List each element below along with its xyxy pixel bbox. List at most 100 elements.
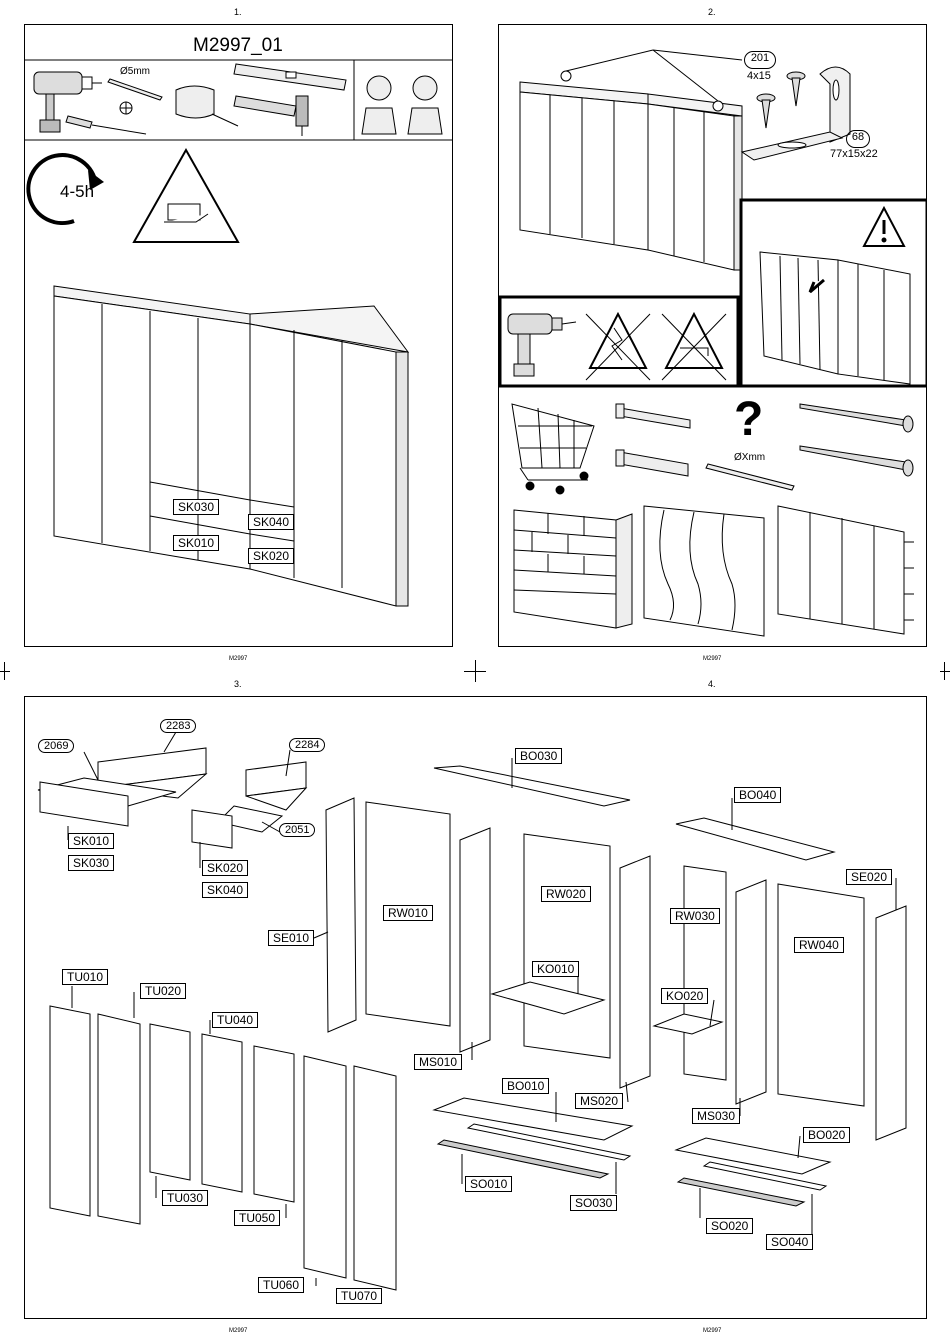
long-screw-icon [799, 403, 914, 477]
shelf-bo010 [432, 1097, 634, 1141]
wall-plug-icon [615, 403, 691, 477]
screw-icon [756, 71, 806, 129]
part-label-tu050: TU050 [234, 1210, 281, 1226]
door-tu030 [149, 1023, 191, 1181]
shopping-cart-icon [511, 403, 595, 495]
part-label-sk020: SK020 [202, 860, 249, 876]
part-label-sk040: SK040 [202, 882, 249, 898]
crop-mark [944, 662, 945, 680]
door-tu070 [353, 1065, 397, 1291]
no-electric-cable-icon [585, 311, 651, 381]
drill-bit-size: Ø5mm [120, 66, 150, 77]
timer-icon [26, 153, 104, 225]
drawer-label-sk030: SK030 [173, 499, 220, 515]
part-label-tu020: TU020 [140, 983, 187, 999]
part-label-rw010: RW010 [383, 905, 433, 921]
back-rw040 [777, 883, 865, 1107]
part-label-ko020: KO020 [661, 988, 709, 1004]
screw-size: 4x15 [747, 70, 771, 82]
shelf-bo020 [674, 1137, 832, 1175]
drill-bit-icon [705, 463, 795, 491]
door-tu060 [303, 1055, 347, 1279]
hammer-icon [233, 95, 309, 136]
two-people-icon [361, 75, 443, 135]
screwdriver-icon [65, 115, 147, 135]
drawer-label-sk010: SK010 [173, 535, 220, 551]
footer-code-2: M2997 [703, 656, 722, 662]
part-code-2284: 2284 [289, 738, 326, 752]
wardrobe-back-icon [777, 505, 914, 635]
part-label-so020: SO020 [706, 1218, 754, 1234]
part-label-rw040: RW040 [794, 937, 844, 953]
drawer-box-large [37, 747, 208, 827]
part-code-2051: 2051 [279, 823, 316, 837]
crop-mark [0, 671, 10, 672]
wardrobe-wall-fixing-drawing [519, 49, 743, 271]
part-label-bo010: BO010 [502, 1078, 550, 1094]
side-se010 [325, 797, 357, 1033]
page-title: M2997_01 [193, 35, 283, 56]
bracket-code-badge: 68 [846, 130, 870, 148]
drawer-label-sk040: SK040 [248, 514, 295, 530]
spirit-level-icon [233, 63, 347, 91]
door-tu020 [97, 1013, 141, 1225]
back-rw020 [523, 833, 611, 1059]
part-label-tu040: TU040 [212, 1012, 259, 1028]
drawer-box-small [191, 761, 308, 849]
part-code-2069: 2069 [38, 739, 75, 753]
page1-frame [24, 24, 453, 647]
part-label-ms030: MS030 [692, 1108, 741, 1124]
footer-code-4: M2997 [703, 1328, 722, 1334]
part-label-so040: SO040 [766, 1234, 814, 1250]
side-se020 [875, 905, 907, 1141]
drill-bit-icon [107, 78, 163, 115]
middle-ms020 [619, 855, 651, 1089]
part-label-bo040: BO040 [734, 787, 782, 803]
page-number-1: 1. [234, 7, 242, 17]
page1-illustration [24, 59, 453, 607]
wall-bracket-icon [740, 66, 851, 161]
part-label-ms010: MS010 [414, 1054, 463, 1070]
bracket-size: 77x15x22 [830, 148, 878, 160]
part-label-se010: SE010 [268, 930, 315, 946]
part-label-tu010: TU010 [62, 969, 109, 985]
warning-triangle-icon [132, 147, 240, 243]
drill-bit-size-x: ØXmm [734, 452, 766, 463]
middle-ms030 [735, 879, 767, 1105]
wardrobe-drawing [53, 285, 410, 607]
brick-wall-icon [513, 509, 633, 629]
crop-mark [475, 660, 476, 682]
door-tu040 [201, 1033, 243, 1193]
door-tu050 [253, 1045, 295, 1203]
part-label-sk030: SK030 [68, 855, 115, 871]
page-number-3: 3. [234, 679, 242, 689]
part-label-bo020: BO020 [803, 1127, 851, 1143]
wood-wall-icon [643, 505, 765, 637]
part-label-bo030: BO030 [515, 748, 563, 764]
part-label-tu060: TU060 [258, 1277, 305, 1293]
crop-mark [4, 662, 5, 680]
no-water-pipe-icon [661, 311, 727, 381]
parts-illustration [37, 731, 907, 1296]
door-tu010 [49, 1005, 91, 1217]
back-rw030 [683, 865, 727, 1081]
page2-illustration [498, 49, 927, 637]
footer-code-3: M2997 [229, 1328, 248, 1334]
crop-mark [940, 671, 950, 672]
shelf-ko020 [652, 1013, 724, 1035]
shelf-bo030 [433, 765, 631, 807]
part-code-2283: 2283 [160, 719, 197, 733]
screw-code-badge: 201 [744, 51, 776, 69]
shelf-bo040 [675, 817, 836, 861]
part-label-so010: SO010 [465, 1176, 513, 1192]
drawer-label-sk020: SK020 [248, 548, 295, 564]
part-label-rw030: RW030 [670, 908, 720, 924]
parts-list-frame [24, 696, 927, 1319]
mallet-icon [175, 85, 239, 127]
page-number-2: 2. [708, 7, 716, 17]
part-label-tu030: TU030 [162, 1190, 209, 1206]
plinth-so030 [466, 1123, 632, 1161]
plinth-so020 [676, 1177, 806, 1207]
question-mark: ? [734, 393, 764, 446]
footer-code-1: M2997 [229, 656, 248, 662]
